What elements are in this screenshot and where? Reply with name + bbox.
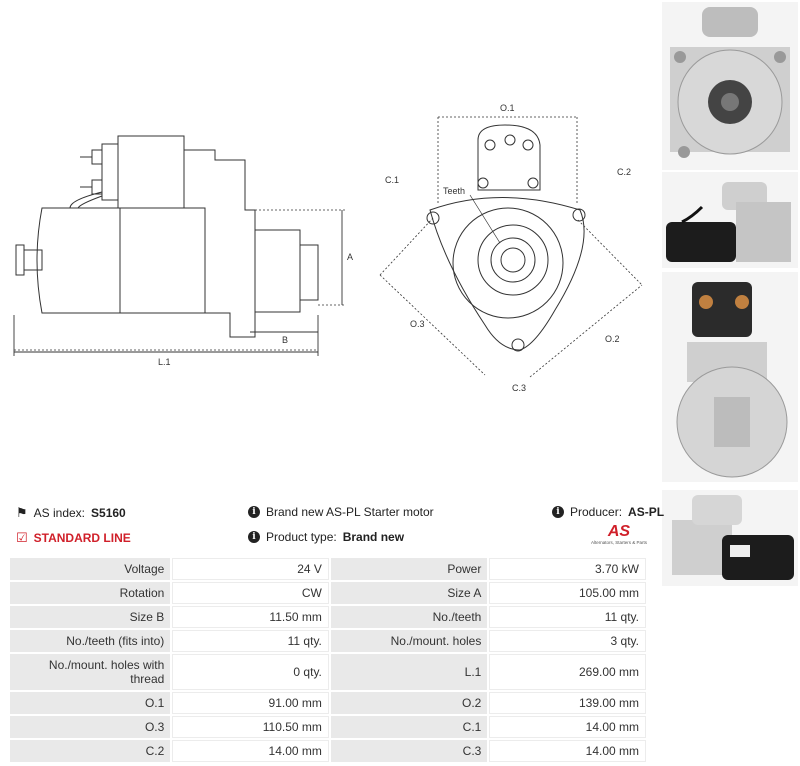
dim-label-c2: C.2 <box>617 167 631 177</box>
product-type: i Product type: Brand new <box>248 530 404 544</box>
table-row: O.3 110.50 mm C.1 14.00 mm <box>10 716 646 738</box>
table-row: No./mount. holes with thread 0 qty. L.1 … <box>10 654 646 690</box>
table-row: Voltage 24 V Power 3.70 kW <box>10 558 646 580</box>
producer: i Producer: AS-PL <box>552 505 664 519</box>
spec-label: O.2 <box>330 692 488 714</box>
spec-label: O.3 <box>10 716 171 738</box>
spec-label: C.2 <box>10 740 171 762</box>
spec-value: 110.50 mm <box>172 716 329 738</box>
logo-tagline: Alternators, Starters & Parts <box>590 540 648 545</box>
side-view-drawing: A B L.1 <box>13 135 353 367</box>
description: i Brand new AS-PL Starter motor <box>248 505 434 519</box>
spec-label: C.1 <box>330 716 488 738</box>
spec-label: No./mount. holes with thread <box>10 654 171 690</box>
dim-label-o3: O.3 <box>410 319 425 329</box>
as-index-value: S5160 <box>91 506 126 520</box>
spec-value: 14.00 mm <box>172 740 329 762</box>
info-icon: i <box>248 506 260 518</box>
spec-value: CW <box>172 582 329 604</box>
table-row: O.1 91.00 mm O.2 139.00 mm <box>10 692 646 714</box>
product-photo-label[interactable] <box>662 490 798 586</box>
logo-mark: AS <box>607 523 631 540</box>
description-text: Brand new AS-PL Starter motor <box>266 505 434 519</box>
product-photo-side[interactable] <box>662 172 798 268</box>
spec-label: Size A <box>330 582 488 604</box>
product-photo-rear[interactable] <box>662 272 798 482</box>
spec-label: Size B <box>10 606 171 628</box>
dim-label-c3: C.3 <box>512 383 526 393</box>
product-type-label: Product type: <box>266 530 337 544</box>
spec-value: 11 qty. <box>172 630 329 652</box>
spec-label: No./teeth <box>330 606 488 628</box>
spec-value: 14.00 mm <box>489 716 646 738</box>
spec-label: L.1 <box>330 654 488 690</box>
spec-value: 11 qty. <box>489 606 646 628</box>
spec-value: 3 qty. <box>489 630 646 652</box>
spec-value: 91.00 mm <box>172 692 329 714</box>
spec-label: No./mount. holes <box>330 630 488 652</box>
dim-label-teeth: Teeth <box>443 186 465 196</box>
spec-value: 0 qty. <box>172 654 329 690</box>
dim-label-o1: O.1 <box>500 103 515 113</box>
dim-label-a: A <box>347 252 353 262</box>
spec-label: O.1 <box>10 692 171 714</box>
producer-label: Producer: <box>570 505 623 519</box>
spec-value: 14.00 mm <box>489 740 646 762</box>
as-index-label: AS index: <box>33 506 86 520</box>
spec-table: Voltage 24 V Power 3.70 kW Rotation CW S… <box>8 556 648 764</box>
dim-label-o2: O.2 <box>605 334 620 344</box>
check-square-icon: ☑ <box>16 530 28 545</box>
dim-label-c1: C.1 <box>385 175 399 185</box>
spec-value: 269.00 mm <box>489 654 646 690</box>
table-row: C.2 14.00 mm C.3 14.00 mm <box>10 740 646 762</box>
product-type-value: Brand new <box>342 530 405 544</box>
spec-label: Rotation <box>10 582 171 604</box>
spec-value: 11.50 mm <box>172 606 329 628</box>
table-row: No./teeth (fits into) 11 qty. No./mount.… <box>10 630 646 652</box>
spec-label: Power <box>330 558 488 580</box>
producer-value: AS-PL <box>628 505 665 519</box>
spec-value: 139.00 mm <box>489 692 646 714</box>
product-line-label: STANDARD LINE <box>33 531 131 545</box>
spec-label: Voltage <box>10 558 171 580</box>
dim-label-l1: L.1 <box>158 357 171 367</box>
spec-value: 24 V <box>172 558 329 580</box>
info-icon: i <box>552 506 564 518</box>
product-photo-front[interactable] <box>662 2 798 170</box>
as-index: ⚑ AS index: S5160 <box>16 505 126 521</box>
front-view-drawing: O.1 C.1 C.2 Teeth O.3 O.2 C.3 <box>379 103 643 393</box>
table-row: Size B 11.50 mm No./teeth 11 qty. <box>10 606 646 628</box>
tag-icon: ⚑ <box>16 505 28 520</box>
dim-label-b: B <box>282 335 288 345</box>
spec-label: C.3 <box>330 740 488 762</box>
spec-label: No./teeth (fits into) <box>10 630 171 652</box>
table-row: Rotation CW Size A 105.00 mm <box>10 582 646 604</box>
info-icon: i <box>248 531 260 543</box>
as-pl-logo[interactable]: AS Alternators, Starters & Parts <box>588 523 650 546</box>
spec-value: 3.70 kW <box>489 558 646 580</box>
product-line: ☑ STANDARD LINE <box>16 530 131 546</box>
spec-value: 105.00 mm <box>489 582 646 604</box>
